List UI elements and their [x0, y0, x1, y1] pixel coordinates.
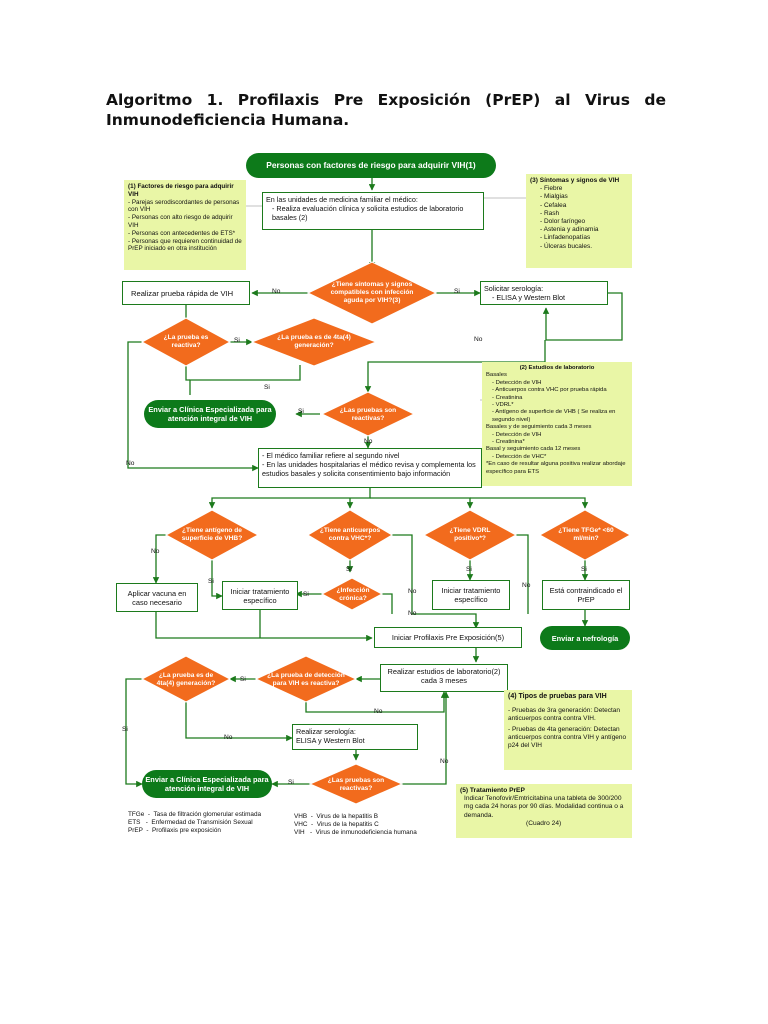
note-symptom-item: - Cefalea	[540, 201, 567, 209]
decision-diamond	[306, 261, 438, 325]
label-si: Si	[240, 676, 246, 683]
umf-evaluation-heading: En las unidades de medicina familiar el …	[266, 195, 418, 204]
label-no: No	[474, 336, 483, 343]
glossary-left: TFGe - Tasa de filtración glomerular est…	[128, 811, 262, 834]
note-lab-line: - VDRL*	[492, 402, 514, 409]
umf-evaluation-text: - Realiza evaluación clínica y solicita …	[272, 204, 464, 222]
label-no: No	[408, 588, 417, 595]
note-risk-item: - Personas con alto riesgo de adquirir V…	[128, 214, 233, 229]
note-lab-line: Basal y seguimiento cada 12 meses	[486, 446, 581, 453]
rapid-test-box: Realizar prueba rápida de VIH	[122, 281, 250, 305]
label-no: No	[224, 734, 233, 741]
note-symptom-item: - Fiebre	[540, 185, 563, 193]
treatment-box-1: Iniciar tratamiento específico	[222, 581, 298, 610]
label-no: No	[126, 460, 135, 467]
note-symptom-item: - Mialgias	[540, 193, 568, 201]
note-symptom-item: - Astenia y adinamia	[540, 226, 599, 234]
label-si: Si	[581, 566, 587, 573]
note-lab-line: Basales	[486, 372, 507, 379]
label-si: Si	[264, 384, 270, 391]
label-no: No	[408, 610, 417, 617]
page-title: Algoritmo 1. Profilaxis Pre Exposición (…	[106, 91, 666, 129]
decision-vhb: ¿Tiene antígeno de superficie de VHB?	[181, 527, 243, 542]
note-risk-item: - Personas con antecedentes de ETS*	[128, 229, 236, 237]
second-level-box: - El médico familiar refiere al segundo …	[258, 448, 482, 488]
decision-symptoms: ¿Tiene síntomas y signos compatibles con…	[330, 281, 414, 304]
decision-tests-reactive-1: ¿Las pruebas son reactivas?	[339, 407, 397, 422]
label-si: Si	[234, 337, 240, 344]
label-si: Si	[454, 288, 460, 295]
refer-specialized-clinic-1: Enviar a Clínica Especializada para aten…	[144, 400, 276, 428]
serology-box-2-heading: Realizar serología:	[296, 727, 356, 736]
note-risk-item: - Personas que requieren continuidad de …	[128, 237, 242, 253]
note-lab-line: - Detección de VIH	[492, 431, 542, 438]
decision-detection: ¿La prueba de detección para VIH es reac…	[267, 672, 345, 687]
note-test-item: - Pruebas de 4ta generación: Detectan an…	[508, 725, 627, 750]
note-prep-body: Indicar Tenofovir/Emtricitabina una tabl…	[464, 795, 624, 819]
start-node: Personas con factores de riesgo para adq…	[246, 153, 496, 178]
note-test-item: - Pruebas de 3ra generación: Detectan an…	[508, 707, 621, 723]
label-no: No	[364, 438, 373, 445]
glossary-right: VHB - Virus de la hepatitis B VHC - Viru…	[294, 813, 417, 836]
note-symptom-item: - Úlceras bucales.	[540, 242, 593, 250]
umf-evaluation-box: En las unidades de medicina familiar el …	[262, 192, 484, 230]
note-risk-item: - Parejas serodiscordantes de personas c…	[128, 198, 240, 214]
vaccine-box: Aplicar vacuna en caso necesario	[116, 583, 198, 612]
note-lab-line: - Anticuerpos contra VHC por prueba rápi…	[492, 387, 607, 394]
prep-contraindicated-box: Está contraindicado el PrEP	[542, 580, 630, 610]
note-prep-ref: (Cuadro 24)	[526, 819, 562, 827]
decision-vdrl: ¿Tiene VDRL positivo*?	[449, 527, 491, 542]
note-prep-treatment: (5) Tratamiento PrEP Indicar Tenofovir/E…	[456, 784, 632, 838]
note-symptom-item: - Rash	[540, 209, 560, 217]
note-test-types: (4) Tipos de pruebas para VIH - Pruebas …	[504, 690, 632, 770]
note-lab-line: - Creatinina*	[492, 439, 525, 446]
note-symptoms-title: (3) Síntomas y signos de VIH	[530, 177, 620, 184]
note-lab-line: - Antígeno de superficie de VHB ( Se rea…	[492, 409, 616, 423]
note-risk-factors-title: (1) Factores de riesgo para adquirir VIH	[128, 183, 234, 198]
label-si: Si	[208, 578, 214, 585]
note-symptoms: (3) Síntomas y signos de VIH - Fiebre - …	[526, 174, 632, 268]
refer-specialized-clinic-2: Enviar a Clínica Especializada para aten…	[142, 770, 272, 798]
treatment-box-2: Iniciar tratamiento específico	[432, 580, 510, 610]
note-lab-line: - Creatinina	[492, 394, 523, 401]
label-si: Si	[303, 591, 309, 598]
decision-tests-reactive-2: ¿Las pruebas son reactivas?	[327, 777, 385, 792]
start-prep-box: Iniciar Profilaxis Pre Exposición(5)	[374, 627, 522, 648]
label-si: Si	[298, 408, 304, 415]
note-lab-line: - Detección de VIH	[492, 379, 542, 386]
lab-studies-3m-box: Realizar estudios de laboratorio(2) cada…	[380, 664, 508, 692]
label-si: Si	[466, 566, 472, 573]
refer-nephrology: Enviar a nefrología	[540, 626, 630, 650]
decision-4th-generation-b: ¿La prueba es de 4ta(4) generación?	[156, 672, 216, 687]
decision-test-reactive: ¿La prueba es reactiva?	[163, 334, 209, 349]
serology-request-box: Solicitar serología: - ELISA y Western B…	[480, 281, 608, 305]
note-lab-title: (2) Estudios de laboratorio	[519, 365, 595, 371]
label-no: No	[272, 288, 281, 295]
note-lab-line: *En caso de resultar alguna positiva rea…	[486, 461, 626, 475]
label-no: No	[440, 758, 449, 765]
label-no: No	[374, 708, 383, 715]
decision-4th-generation: ¿La prueba es de 4ta(4) generación?	[277, 334, 351, 349]
note-symptom-item: - Linfadenopatías	[540, 234, 591, 242]
serology-box-2-text: ELISA y Western Blot	[296, 736, 365, 745]
serology-request-heading: Solicitar serología:	[484, 284, 544, 293]
note-lab-line: Basales y de seguimiento cada 3 meses	[486, 424, 592, 431]
label-no: No	[522, 582, 531, 589]
note-test-types-title: (4) Tipos de pruebas para VIH	[508, 693, 607, 700]
label-si: Si	[122, 726, 128, 733]
note-lab-line: - Detección de VHC*	[492, 453, 547, 460]
note-prep-title: (5) Tratamiento PrEP	[460, 787, 525, 794]
label-si: Si	[346, 566, 352, 573]
note-risk-factors: (1) Factores de riesgo para adquirir VIH…	[124, 180, 246, 270]
label-no: No	[151, 548, 160, 555]
decision-tfge: ¿Tiene TFGe* <60 ml/min?	[558, 527, 614, 542]
serology-request-text: - ELISA y Western Blot	[492, 293, 565, 302]
note-lab-studies: (2) Estudios de laboratorio Basales - De…	[482, 362, 632, 486]
serology-box-2: Realizar serología: ELISA y Western Blot	[292, 724, 418, 750]
note-symptom-item: - Dolor faríngeo	[540, 218, 586, 226]
decision-chronic: ¿Infección crónica?	[336, 587, 370, 602]
label-si: Si	[288, 779, 294, 786]
decision-vhc: ¿Tiene anticuerpos contra VHC*?	[319, 527, 381, 542]
